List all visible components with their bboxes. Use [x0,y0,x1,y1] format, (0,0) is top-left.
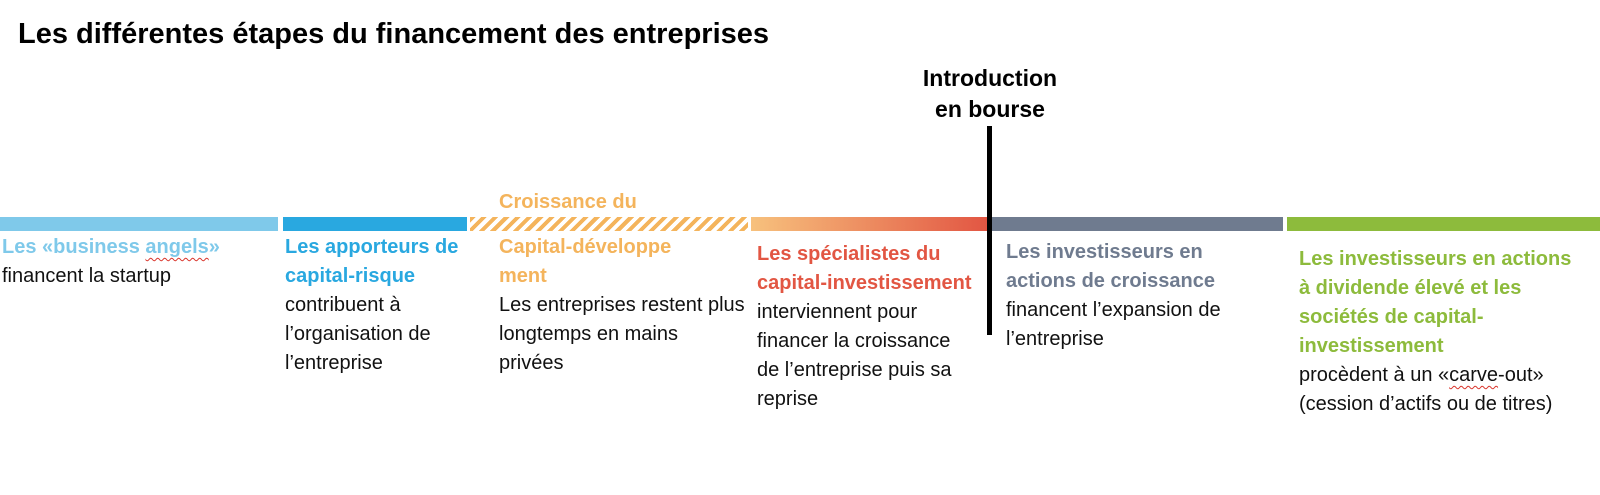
stage-heading: Les «business angels» [2,236,220,258]
stage-description: contribuent à l’organisation de l’entrep… [285,294,431,374]
ipo-label-line2: en bourse [935,96,1045,122]
page-title: Les différentes étapes du financement de… [18,18,770,50]
timeline-bar-growth-capital [470,217,748,231]
stage-description: Les entreprises restent plus longtemps e… [499,294,745,374]
stage-angels: Les «business angels» financent la start… [2,233,277,291]
timeline-bar-private-equity [751,217,987,231]
stage-description: financent la startup [2,265,171,287]
stage-description: interviennent pour financer la croissanc… [757,301,952,410]
timeline-bar-angels [0,217,278,231]
stage-heading: Les investisseurs en actions à dividende… [1299,248,1572,357]
stage-dividend: Les investisseurs en actions à dividende… [1299,245,1574,419]
stage-heading: Les investisseurs en actions de croissan… [1006,241,1215,292]
stage-heading: Les spécialistes du capital-investisseme… [757,243,972,294]
ipo-marker-line [987,126,992,335]
stage-growth-capital: Capital-développement Les entreprises re… [499,233,747,378]
stage-venture-capital: Les apporteurs de capital-risque contrib… [285,233,475,378]
stage-private-equity: Les spécialistes du capital-investisseme… [757,240,987,414]
ipo-label-line1: Introduction [922,65,1058,91]
timeline-bar-venture-capital [283,217,467,231]
stage-heading-top: Croissance du [499,191,637,213]
timeline-bar-dividend [1287,217,1600,231]
stage-heading: Capital-développement [499,236,672,287]
stage-description: procèdent à un «carve-out» (cession d’ac… [1299,364,1553,415]
ipo-label: Introduction en bourse [880,63,1100,125]
stage-growth-equity: Les investisseurs en actions de croissan… [1006,238,1266,354]
timeline-bar-growth-equity [992,217,1283,231]
stage-description: financent l’expansion de l’entreprise [1006,299,1221,350]
stage-heading: Les apporteurs de capital-risque [285,236,459,287]
